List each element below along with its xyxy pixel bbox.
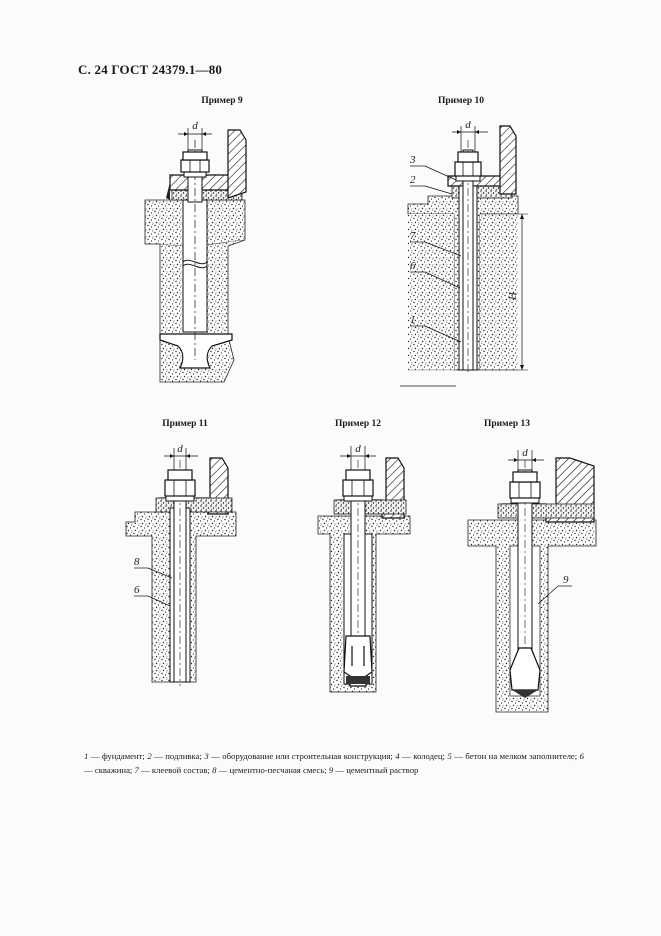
dimension-label-H: H bbox=[507, 291, 519, 301]
legend-num: 4 bbox=[395, 751, 400, 761]
legend-text: — оборудование или строительная конструк… bbox=[208, 751, 396, 761]
dimension-label-d: d bbox=[192, 120, 198, 132]
label-6: 6 bbox=[134, 584, 140, 596]
caption-example-11: Пример 11 bbox=[162, 419, 208, 429]
legend-num: 3 bbox=[204, 751, 209, 761]
legend-text: — подливка; bbox=[151, 751, 205, 761]
dimension-label-d: d bbox=[465, 119, 471, 131]
drawing-example-10: d H 3 2 7 6 1 bbox=[400, 119, 528, 387]
drawing-example-12: d bbox=[317, 443, 411, 693]
legend-text: — клеевой состав; bbox=[138, 765, 213, 775]
label-7: 7 bbox=[410, 230, 416, 242]
legend-text: — бетон на мелком заполнителе; bbox=[451, 751, 580, 761]
caption-example-13: Пример 13 bbox=[484, 419, 530, 429]
drawing-example-9: d bbox=[144, 120, 247, 383]
legend-text: — цементный раствор bbox=[333, 765, 419, 775]
label-1: 1 bbox=[410, 314, 416, 326]
label-3: 3 bbox=[409, 154, 416, 166]
caption-example-10: Пример 10 bbox=[438, 96, 484, 106]
drawing-example-13: d 9 bbox=[467, 447, 597, 713]
legend-num: 7 bbox=[134, 765, 139, 775]
dimension-label-d: d bbox=[355, 443, 361, 455]
legend-num: 5 bbox=[447, 751, 452, 761]
caption-example-9: Пример 9 bbox=[201, 96, 243, 106]
legend-text: — скважина; bbox=[84, 765, 135, 775]
legend-num: 6 bbox=[579, 751, 584, 761]
legend-num: 9 bbox=[328, 765, 334, 775]
legend-num: 2 bbox=[147, 751, 152, 761]
label-8: 8 bbox=[134, 556, 140, 568]
legend-text: — фундамент; bbox=[88, 751, 148, 761]
page-header: С. 24 ГОСТ 24379.1—80 bbox=[78, 62, 223, 77]
legend: 1 — фундамент; 2 — подливка; 3 — оборудо… bbox=[84, 749, 584, 777]
legend-num: 8 bbox=[212, 765, 217, 775]
dimension-label-d: d bbox=[177, 443, 183, 455]
legend-num: 1 bbox=[84, 751, 89, 761]
dimension-label-d: d bbox=[522, 447, 528, 459]
legend-text: — колодец; bbox=[399, 751, 448, 761]
drawing-example-11: d 8 6 bbox=[125, 443, 237, 686]
legend-text: — цементно-песчаная смесь; bbox=[216, 765, 329, 775]
label-6: 6 bbox=[410, 260, 416, 272]
label-2: 2 bbox=[410, 174, 416, 186]
label-9: 9 bbox=[563, 574, 569, 586]
caption-example-12: Пример 12 bbox=[335, 419, 381, 429]
